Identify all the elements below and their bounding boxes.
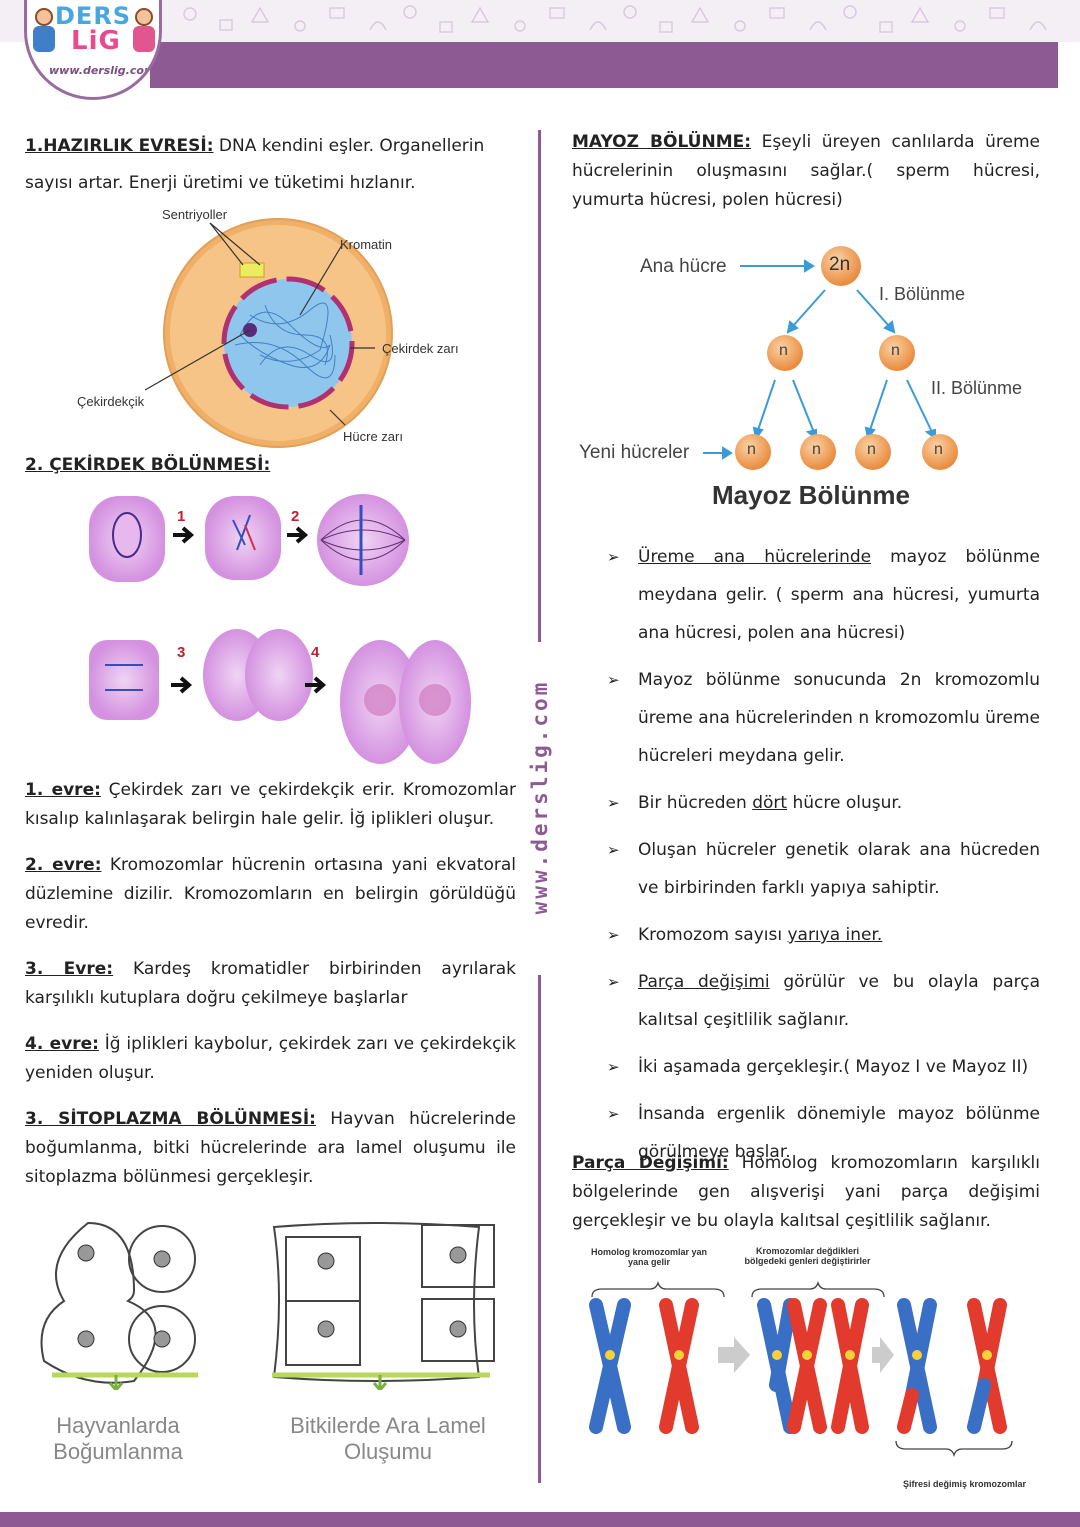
meiosis-diagram: Ana hücre 2n I. Bölünme n n II. Bölünme … <box>575 240 1040 520</box>
node-n-4: n <box>812 441 821 458</box>
section-parca: Parça Değişimi: Homolog kromozomların ka… <box>572 1149 1040 1236</box>
interphase-cell-icon <box>144 218 393 448</box>
ana-hucre-label: Ana hücre <box>640 256 727 277</box>
parca-paragraph: Parça Değişimi: Homolog kromozomların ka… <box>572 1149 1040 1236</box>
label-cekirdekcik: Çekirdekçik <box>77 394 145 409</box>
logo-text-mid: LiG <box>71 26 121 56</box>
bullet-item: ➢İki aşamada gerçekleşir.( Mayoz I ve Ma… <box>572 1048 1040 1086</box>
arrow-bullet-icon: ➢ <box>607 841 620 859</box>
mayoz-caption: Mayoz Bölünme <box>712 480 910 510</box>
section-cekirdek: 2. ÇEKİRDEK BÖLÜNMESİ: <box>25 451 516 480</box>
logo-url: www.derslig.com <box>49 64 156 77</box>
column-divider-top <box>538 130 541 642</box>
boy-mascot-icon <box>33 8 55 54</box>
bolunme2-label: II. Bölünme <box>931 378 1023 398</box>
section-mayoz: MAYOZ BÖLÜNME: Eşeyli üreyen canlılarda … <box>572 128 1040 215</box>
yeni-hucreler-label: Yeni hücreler <box>579 442 690 463</box>
sitoplazma-text: Hayvan hücrelerinde boğumlanma, bitki hü… <box>25 1109 516 1187</box>
arrow-bullet-icon: ➢ <box>607 548 620 566</box>
node-n-5: n <box>867 441 876 458</box>
header-band <box>150 42 1058 88</box>
bullet-item: ➢Bir hücreden dört hücre oluşur. <box>572 784 1040 822</box>
derslig-logo[interactable]: DERS LiG www.derslig.com <box>24 0 162 100</box>
node-2n: 2n <box>829 254 851 275</box>
hazirlik-title: 1.HAZIRLIK EVRESİ: <box>25 136 214 156</box>
girl-mascot-icon <box>133 8 155 54</box>
meiosis-tree-icon <box>703 246 958 470</box>
evre2-paragraph: 2. evre: Kromozomlar hücrenin ortasına y… <box>25 851 516 938</box>
cekirdek-title: 2. ÇEKİRDEK BÖLÜNMESİ: <box>25 455 271 475</box>
evre3-label: 3. Evre: <box>25 959 114 979</box>
evre2-label: 2. evre: <box>25 855 102 875</box>
evre4-text: İğ iplikleri kaybolur, çekirdek zarı ve … <box>25 1034 516 1083</box>
evre1-text: Çekirdek zarı ve çekirdekçik erir. Kromo… <box>25 780 516 829</box>
evre3-paragraph: 3. Evre: Kardeş kromatidler birbirinden … <box>25 955 516 1013</box>
parca-title: Parça Değişimi: <box>572 1153 729 1173</box>
header-pattern <box>0 0 1080 42</box>
watermark: www.derslig.com <box>528 679 552 915</box>
arrow-bullet-icon: ➢ <box>607 1105 620 1123</box>
column-divider-bottom <box>538 975 541 1483</box>
bottom-band <box>0 1512 1080 1527</box>
evre4-paragraph: 4. evre: İğ iplikleri kaybolur, çekirdek… <box>25 1030 516 1088</box>
mitosis-figure: 1 2 3 4 <box>85 490 475 770</box>
hazirlik-text: DNA kendini eşler. Organellerin sayısı a… <box>25 136 485 193</box>
evre1-paragraph: 1. evre: Çekirdek zarı ve çekirdekçik er… <box>25 776 516 834</box>
mayoz-paragraph: MAYOZ BÖLÜNME: Eşeyli üreyen canlılarda … <box>572 128 1040 215</box>
evre4-label: 4. evre: <box>25 1034 99 1054</box>
interphase-cell-figure: Sentriyoller Kromatin Çekirdek zarı Çeki… <box>60 205 500 450</box>
section-hazirlik: 1.HAZIRLIK EVRESİ: DNA kendini eşler. Or… <box>25 128 516 202</box>
bullet-item: ➢Mayoz bölünme sonucunda 2n kromozomlu ü… <box>572 661 1040 775</box>
evre3-text: Kardeş kromatidler birbirinden ayrılarak… <box>25 959 516 1008</box>
step-1: 1 <box>177 508 186 525</box>
node-n-6: n <box>934 441 943 458</box>
arrow-bullet-icon: ➢ <box>607 926 620 944</box>
node-n-1: n <box>779 342 788 359</box>
section-evreler: 1. evre: Çekirdek zarı ve çekirdekçik er… <box>25 776 516 1192</box>
sitoplazma-title: 3. SİTOPLAZMA BÖLÜNMESİ: <box>25 1109 316 1129</box>
sitoplazma-paragraph: 3. SİTOPLAZMA BÖLÜNMESİ: Hayvan hücreler… <box>25 1105 516 1192</box>
evre1-label: 1. evre: <box>25 780 101 800</box>
mayoz-title: MAYOZ BÖLÜNME: <box>572 132 752 152</box>
bullet-item: ➢Parça değişimi görülür ve bu olayla par… <box>572 963 1040 1039</box>
node-n-2: n <box>891 342 900 359</box>
bullet-item: ➢İnsanda ergenlik dönemiyle mayoz bölünm… <box>572 1095 1040 1171</box>
label-kromatin: Kromatin <box>340 237 393 252</box>
arrow-bullet-icon: ➢ <box>607 1058 620 1076</box>
mayoz-bullets: ➢Üreme ana hücrelerinde mayoz bölünme me… <box>572 538 1040 1180</box>
evre2-text: Kromozomlar hücrenin ortasına yani ekvat… <box>25 855 516 933</box>
label-sentriyoller: Sentriyoller <box>162 207 228 222</box>
label-cekirdek-zari: Çekirdek zarı <box>382 341 459 356</box>
parca-text: Homolog kromozomların karşılıklı bölgele… <box>572 1153 1040 1231</box>
bullet-item: ➢Kromozom sayısı yarıya iner. <box>572 916 1040 954</box>
cytokinesis-icon <box>40 1221 495 1393</box>
arrow-bullet-icon: ➢ <box>607 973 620 991</box>
mitosis-stages-icon <box>89 494 471 764</box>
logo-text-top: DERS <box>55 2 132 30</box>
bullet-item: ➢Oluşan hücreler genetik olarak ana hücr… <box>572 831 1040 907</box>
chromosome-exchange-icon <box>589 1280 1013 1458</box>
step-4: 4 <box>311 644 320 661</box>
node-n-3: n <box>747 441 756 458</box>
bolunme1-label: I. Bölünme <box>879 284 966 304</box>
step-3: 3 <box>177 644 186 661</box>
chrom-label-3: Şifresi değimiş kromozomlar <box>903 1479 1027 1489</box>
step-2: 2 <box>291 508 300 525</box>
arrow-bullet-icon: ➢ <box>607 671 620 689</box>
bullet-item: ➢Üreme ana hücrelerinde mayoz bölünme me… <box>572 538 1040 652</box>
hazirlik-paragraph: 1.HAZIRLIK EVRESİ: DNA kendini eşler. Or… <box>25 128 516 202</box>
doodle-pattern-icon <box>183 5 1047 33</box>
mayoz-text: Eşeyli üreyen canlılarda üreme hücreleri… <box>572 132 1040 210</box>
arrow-bullet-icon: ➢ <box>607 794 620 812</box>
label-hucre-zari: Hücre zarı <box>343 429 403 444</box>
